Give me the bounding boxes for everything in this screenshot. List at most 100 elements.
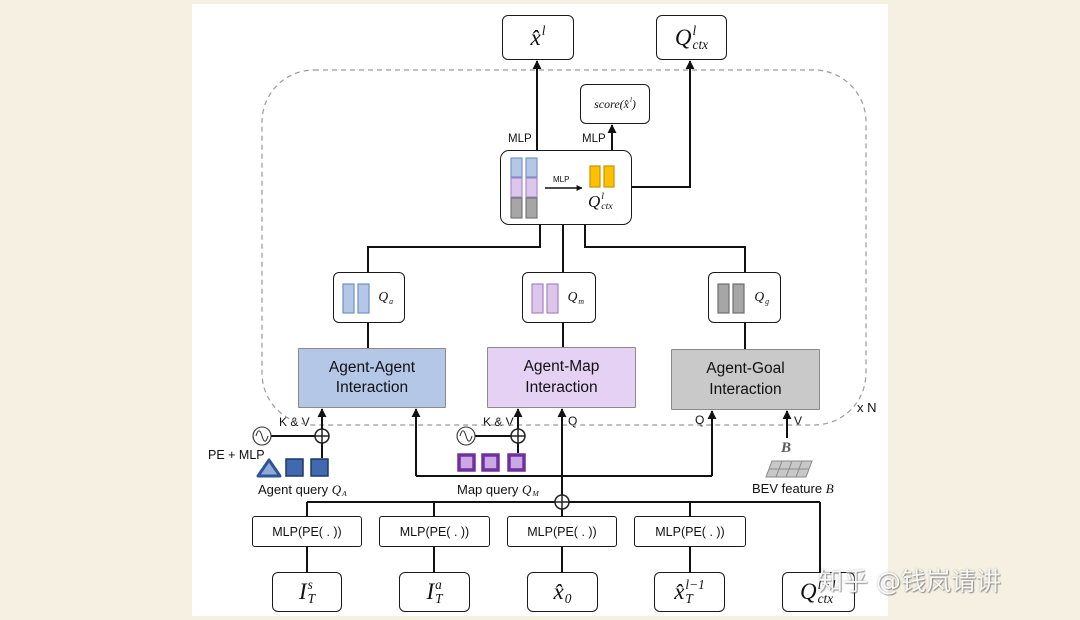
score-box: score( x̂ l ) [580,84,650,124]
interaction-title: Agent-Goal [706,360,785,378]
math-sup: l−1 [817,577,837,592]
context-fusion-box [500,150,632,225]
agent-query-symbol: Q A [332,482,347,498]
math-sup: a [435,577,442,592]
math-sub: a [389,296,393,306]
goal-q-label: Q [695,413,705,427]
map-query-label: Q m [568,289,584,305]
interaction-subtitle: Interaction [525,378,598,396]
math-sup: l [692,22,697,38]
math-scripts: l−1 T [685,577,705,606]
math-base: x̂ [553,579,564,605]
agent-agent-interaction-box: Agent-Agent Interaction [298,348,446,408]
input-label: I a T [426,577,443,606]
math-scripts: l−1 ctx [817,577,837,606]
output-trajectory-label: x̂ l [530,22,546,52]
input-label: Q l−1 ctx [800,577,837,606]
goal-query-box: Q g [708,272,781,323]
input-previous-trajectory-box: x̂ l−1 T [654,572,725,612]
interaction-title: Agent-Agent [328,358,416,376]
score-label: score( x̂ l ) [594,96,636,112]
math-sub: T [435,591,443,606]
math-scripts: g [765,289,769,305]
map-q-label: Q [568,414,578,428]
math-scripts: a T [435,577,443,606]
interaction-title: Agent-Map [523,358,600,376]
input-label: x̂ l−1 T [674,577,705,606]
math-sub [542,38,546,52]
bev-feature-var: B [825,481,834,496]
encoder-box: MLP(PE( . )) [507,516,617,547]
agent-goal-interaction-box: Agent-Goal Interaction [671,349,820,410]
math-sup: l [541,22,546,38]
math-sub: g [765,296,769,306]
math-sub: 0 [564,591,572,606]
math-sub: m [578,296,584,306]
input-agent-attr-box: I a T [399,572,470,612]
math-sup: l−1 [685,577,705,592]
score-prefix: score( [594,96,624,111]
context-feature-label: Q l ctx [588,191,613,213]
mlp-label-inner: MLP [553,175,570,184]
agent-query-box: Q a [333,272,405,323]
goal-v-label: V [794,414,803,428]
agent-query-caption: Agent query Q A [258,482,347,498]
context-feature-math: Q l ctx [588,191,613,213]
output-context-box: Q l ctx [656,15,727,60]
caption-text: BEV feature [752,481,826,496]
math-scripts: M [532,482,538,498]
math-sub: T [307,591,316,606]
math-scripts: 0 [565,578,572,606]
input-initial-trajectory-box: x̂ 0 [527,572,598,612]
encoder-box: MLP(PE( . )) [252,516,362,547]
math-sub: T [685,591,693,606]
math-sup: s [307,577,313,592]
mlp-label-trajectory: MLP [508,133,532,145]
caption-text: Agent query [258,482,332,498]
math-scripts: a [389,289,393,305]
mlp-label-score: MLP [582,133,606,145]
map-query-symbol: Q M [522,482,539,498]
goal-query-label: Q g [754,289,769,305]
bev-symbol: B [781,440,792,456]
math-sup [565,578,572,592]
math-scripts: s T [307,577,316,606]
interaction-subtitle: Interaction [335,379,409,396]
math-sub: ctx [692,36,709,52]
input-label: x̂ 0 [554,578,572,606]
math-scripts: m [578,289,584,305]
math-scripts: l [541,22,546,52]
input-label: I s T [299,577,316,606]
agent-kv-label: K & V [279,415,310,429]
output-context-label: Q l ctx [674,22,709,52]
encoder-box: MLP(PE( . )) [634,516,746,547]
math-scripts: l ctx [692,22,709,52]
math-base: Q [378,289,389,305]
math-sub: A [342,488,347,498]
math-base: Q [674,24,692,50]
math-scripts: A [342,482,347,498]
math-sub: M [532,488,539,498]
math-sub: ctx [601,201,613,213]
math-base: x̂ [530,24,541,50]
watermark: 知乎 @钱岚请讲 [818,567,1001,596]
output-trajectory-box: x̂ l [502,15,574,60]
map-query-box: Q m [522,272,596,323]
math-sub: ctx [817,591,834,606]
input-previous-context-box: Q l−1 ctx [782,572,855,612]
score-suffix: ) [631,96,636,111]
repeat-count-label: x N [857,400,877,415]
math-base: Q [331,482,342,498]
input-agent-state-box: I s T [272,572,342,612]
math-base: x̂ [623,96,629,111]
encoder-box: MLP(PE( . )) [379,516,490,547]
interaction-subtitle: Interaction [709,380,782,398]
math-base: x̂ [674,579,685,605]
math-base: Q [588,192,601,212]
math-base: Q [754,289,765,305]
agent-query-label: Q a [378,289,393,305]
map-query-caption: Map query Q M [457,482,539,498]
pe-mlp-label: PE + MLP [208,448,265,462]
caption-text: Map query [457,482,523,498]
